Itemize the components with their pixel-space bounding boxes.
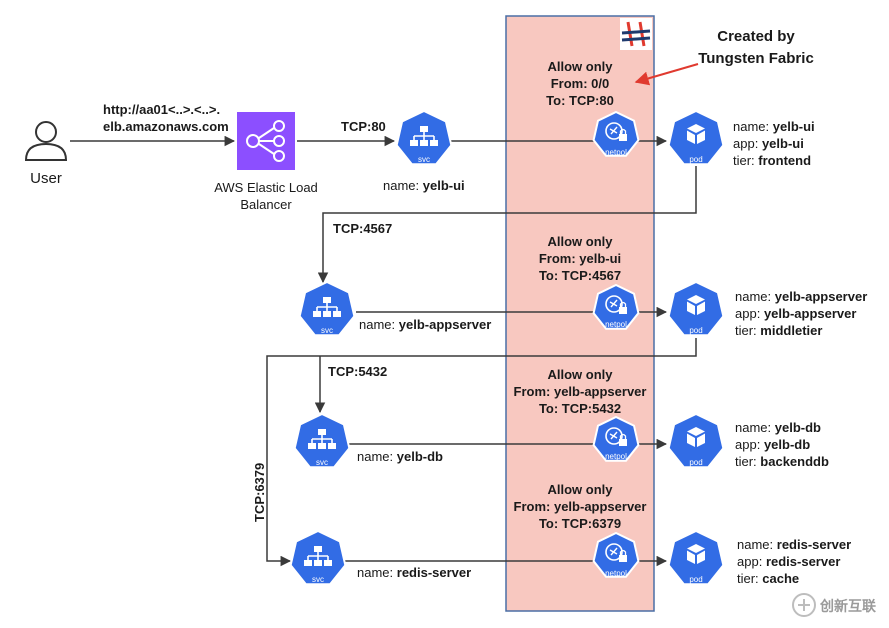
svc-icon-label: svc [418,155,430,164]
svc-icon-label: svc [316,458,328,467]
port-label: TCP:4567 [333,221,393,236]
netpol-icon [592,110,640,157]
pod-metadata: name: redis-server app: redis-server tie… [737,537,852,586]
svc-name-label: name: yelb-ui [383,178,465,193]
port-label: TCP:80 [341,119,386,134]
pod-metadata: name: yelb-db app: yelb-db tier: backend… [735,420,829,469]
pod-icon-label: pod [689,458,703,467]
svc-icon [395,109,453,166]
elb-label-line2: Balancer [240,197,292,212]
netpol-icon [592,531,640,578]
elb-url-line1: http://aa01<..>.<..>. [103,102,221,117]
port-label: TCP:5432 [328,364,388,379]
pod-metadata: name: yelb-ui app: yelb-ui tier: fronten… [733,119,815,168]
netpol-icon [592,415,640,462]
annotation-line1: Created by [717,28,795,45]
annotation-arrow [634,63,699,86]
elb-label-line1: AWS Elastic Load [214,180,318,195]
elb-icon [237,112,295,170]
pod-icon [667,109,725,166]
watermark-text: 创新互联 [820,598,876,614]
pod-icon [667,529,725,586]
netpol-icon [592,283,640,330]
port-label: TCP:6379 [252,462,267,522]
user-label: User [30,170,62,187]
annotation-line2: Tungsten Fabric [698,50,814,67]
watermark-logo [792,593,816,617]
netpol-icon-label: netpol [605,148,627,157]
svc-icon [293,412,351,469]
pod-icon-label: pod [689,155,703,164]
pod-icon-label: pod [689,575,703,584]
svc-name-label: name: yelb-db [357,449,443,464]
svc-icon [298,280,356,337]
pod-icon [667,412,725,469]
svc-name-label: name: redis-server [357,565,472,580]
pod-icon [667,280,725,337]
user-icon [24,121,68,161]
elb-url-line2: elb.amazonaws.com [103,119,229,134]
netpol-icon-label: netpol [605,320,627,329]
svc-icon [289,529,347,586]
svc-name-label: name: yelb-appserver [359,317,492,332]
flow-connectors [266,166,697,567]
netpol-icon-label: netpol [605,569,627,578]
svc-icon-label: svc [312,575,324,584]
pod-metadata: name: yelb-appserver app: yelb-appserver… [735,289,868,338]
tungsten-fabric-logo [620,18,652,50]
netpol-icon-label: netpol [605,452,627,461]
pod-icon-label: pod [689,326,703,335]
svc-icon-label: svc [321,326,333,335]
